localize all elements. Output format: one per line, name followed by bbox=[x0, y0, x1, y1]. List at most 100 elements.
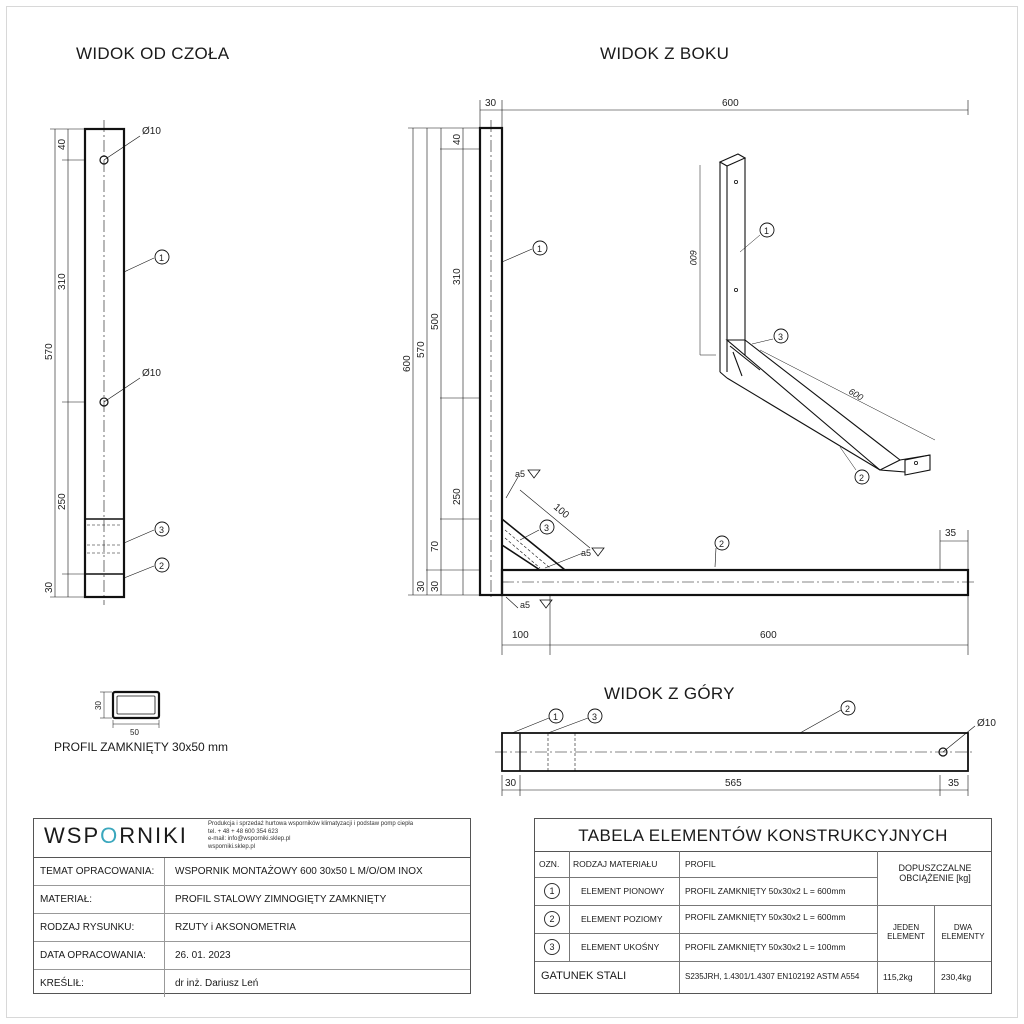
dim-570-side: 570 bbox=[416, 341, 427, 358]
dim-570-front: 570 bbox=[44, 343, 55, 360]
balloon-1-side-label: 1 bbox=[537, 244, 542, 254]
title-block-row: DATA OPRACOWANIA:26. 01. 2023 bbox=[34, 942, 470, 970]
hole-top-icon bbox=[99, 155, 109, 165]
dim-565-top: 565 bbox=[725, 778, 742, 789]
weld-label-upper: a5 bbox=[515, 469, 525, 479]
dim-600-side-bottom: 600 bbox=[760, 630, 777, 641]
balloon-2-front bbox=[154, 557, 170, 573]
title-block: WSPORNIKI Produkcja i sprzedaż hurtowa w… bbox=[33, 818, 471, 997]
company-info: Produkcja i sprzedaż hurtowa wsporników … bbox=[208, 821, 414, 850]
dim-70-side: 70 bbox=[430, 540, 441, 552]
balloon-1-iso-label: 1 bbox=[764, 226, 769, 236]
header-ozn: OZN. bbox=[539, 859, 560, 869]
balloon-3-front-label: 3 bbox=[159, 525, 164, 535]
front-view-labels: Ø10 Ø10 40 310 570 250 30 1 3 2 bbox=[44, 126, 164, 593]
row-2-number: 2 bbox=[544, 911, 560, 927]
dim-30-side-b: 30 bbox=[430, 580, 441, 592]
dim-30-side-a: 30 bbox=[416, 580, 427, 592]
title-block-row: RODZAJ RYSUNKU:RZUTY i AKSONOMETRIA bbox=[34, 914, 470, 942]
iso-dim-600-horizontal: 600 bbox=[847, 386, 865, 402]
drawing-frame bbox=[6, 6, 1018, 1018]
dim-250-side: 250 bbox=[452, 488, 463, 505]
balloon-3-top bbox=[587, 708, 603, 724]
balloon-2-side-label: 2 bbox=[719, 539, 724, 549]
header-material: RODZAJ MATERIAŁU bbox=[573, 859, 658, 869]
steel-grade-label: GATUNEK STALI bbox=[541, 970, 627, 982]
balloon-2-side bbox=[714, 535, 730, 551]
balloon-1-front bbox=[154, 249, 170, 265]
balloon-3-side-label: 3 bbox=[544, 523, 549, 533]
row-3-material: ELEMENT UKOŚNY bbox=[581, 942, 660, 952]
weld-label-lower: a5 bbox=[520, 600, 530, 610]
title-block-row: MATERIAŁ:PROFIL STALOWY ZIMNOGIĘTY ZAMKN… bbox=[34, 886, 470, 914]
balloon-2-iso bbox=[854, 469, 870, 485]
dim-600-side-top: 600 bbox=[722, 98, 739, 109]
dim-hole-bottom: Ø10 bbox=[142, 368, 161, 379]
top-view-labels: 30 565 35 Ø10 1 3 2 bbox=[505, 704, 996, 789]
header-two-elements: DWA ELEMENTY bbox=[941, 923, 985, 941]
row-2-profile: PROFIL ZAMKNIĘTY 50x30x2 L = 600mm bbox=[685, 912, 846, 922]
row-3-profile: PROFIL ZAMKNIĘTY 50x30x2 L = 100mm bbox=[685, 942, 846, 952]
dim-50-profile: 50 bbox=[130, 728, 139, 737]
balloon-1-top-label: 1 bbox=[553, 712, 558, 722]
dim-310-side: 310 bbox=[452, 268, 463, 285]
row-2-material: ELEMENT POZIOMY bbox=[581, 914, 663, 924]
dim-40-front: 40 bbox=[57, 138, 68, 150]
side-view-title: WIDOK Z BOKU bbox=[600, 44, 730, 63]
balloon-3-iso-label: 3 bbox=[778, 332, 783, 342]
hole-top-view-icon bbox=[938, 747, 948, 757]
elements-table-title: TABELA ELEMENTÓW KONSTRUKCYJNYCH bbox=[535, 819, 991, 852]
dim-30-side-top: 30 bbox=[485, 98, 497, 109]
dim-500-side: 500 bbox=[430, 313, 441, 330]
hole-bottom-icon bbox=[99, 397, 109, 407]
balloon-2-iso-label: 2 bbox=[859, 473, 864, 483]
row-1-material: ELEMENT PIONOWY bbox=[581, 886, 665, 896]
side-view bbox=[408, 100, 975, 655]
weld-icon-middle bbox=[591, 547, 605, 557]
dim-hole-top: Ø10 bbox=[142, 126, 161, 137]
diagonal-member-outline bbox=[501, 517, 568, 571]
dim-600-side-left: 600 bbox=[402, 355, 413, 372]
front-view bbox=[50, 120, 170, 605]
profile-section bbox=[100, 690, 161, 728]
front-view-title: WIDOK OD CZOŁA bbox=[76, 44, 230, 63]
header-one-element: JEDEN ELEMENT bbox=[887, 923, 925, 941]
balloon-3-top-label: 3 bbox=[592, 712, 597, 722]
weld-label-middle: a5 bbox=[581, 548, 591, 558]
title-block-row: TEMAT OPRACOWANIA:WSPORNIK MONTAŻOWY 600… bbox=[34, 858, 470, 886]
header-profile: PROFIL bbox=[685, 859, 716, 869]
balloon-2-top-label: 2 bbox=[845, 704, 850, 714]
title-block-row: KREŚLIŁ:dr inż. Dariusz Leń bbox=[34, 970, 470, 997]
dim-250-front: 250 bbox=[57, 493, 68, 510]
row-1-number: 1 bbox=[544, 883, 560, 899]
weld-icon-upper bbox=[527, 469, 541, 479]
dim-30-profile: 30 bbox=[94, 701, 103, 710]
steel-grade-value: S235JRH, 1.4301/1.4307 EN102192 ASTM A55… bbox=[685, 972, 860, 981]
balloon-1-iso bbox=[759, 222, 775, 238]
dim-35-side: 35 bbox=[945, 528, 957, 539]
row-3-number: 3 bbox=[544, 939, 560, 955]
elements-table: TABELA ELEMENTÓW KONSTRUKCYJNYCH OZN. RO… bbox=[534, 818, 992, 994]
row-1-profile: PROFIL ZAMKNIĘTY 50x30x2 L = 600mm bbox=[685, 886, 846, 896]
horizontal-member-outline bbox=[500, 568, 970, 597]
load-one-value: 115,2kg bbox=[883, 972, 913, 982]
balloon-3-side bbox=[539, 519, 555, 535]
side-view-labels: 30 600 35 100 600 600 570 500 40 310 250… bbox=[402, 98, 957, 641]
balloon-1-top bbox=[548, 708, 564, 724]
load-two-value: 230,4kg bbox=[941, 972, 972, 982]
front-profile-outline bbox=[83, 127, 126, 599]
header-load: DOPUSZCZALNE OBCIĄŻENIE [kg] bbox=[898, 863, 972, 883]
dim-30-top: 30 bbox=[505, 778, 517, 789]
dim-hole-top-view: Ø10 bbox=[977, 718, 996, 729]
balloon-1-side bbox=[532, 240, 548, 256]
dim-310-front: 310 bbox=[57, 273, 68, 290]
balloon-1-front-label: 1 bbox=[159, 253, 164, 263]
iso-dim-600-vertical: 600 bbox=[688, 250, 698, 265]
balloon-3-iso bbox=[773, 328, 789, 344]
company-logo: WSPORNIKI bbox=[44, 823, 188, 848]
balloon-2-top bbox=[840, 700, 856, 716]
weld-icon-lower bbox=[539, 599, 553, 609]
top-view-title: WIDOK Z GÓRY bbox=[604, 684, 735, 703]
dim-40-side: 40 bbox=[452, 133, 463, 145]
